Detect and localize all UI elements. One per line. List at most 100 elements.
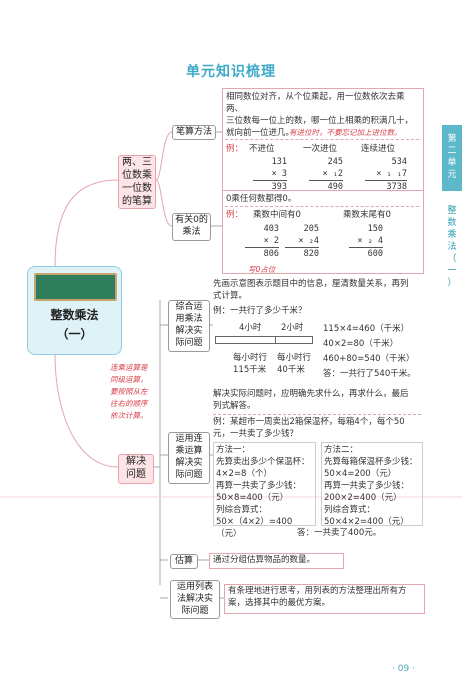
zero-box: 0乘任何数都得0。 例： 乘数中间有0 乘数末尾有0 403 × 2 806 2…: [222, 190, 424, 274]
root-title: 整数乘法: [50, 308, 99, 322]
text-line: 每小时行: [277, 353, 312, 363]
label-comprehensive: 综合运 用乘法 解决实 际问题: [168, 300, 210, 352]
comprehensive-section: 先画示意图表示题目中的信息，厘清数量关系，再列 式计算。 例：一共行了多少千米？…: [213, 278, 423, 380]
calc-line: × ₂4: [285, 235, 319, 248]
note-line: 往右的顺序: [110, 399, 148, 408]
text-line: 50×4=200（元）: [324, 469, 397, 479]
label-line: 法解决实: [176, 594, 213, 604]
text-line: 式计算。: [213, 291, 248, 301]
text-line: 列综合算式：: [324, 505, 376, 515]
label-line: 有关0的: [175, 215, 208, 225]
blackboard-icon: [34, 273, 117, 301]
text-line: 115千米: [233, 365, 267, 375]
rule-line: 就向前一位进几。: [226, 128, 295, 138]
text-line: 50×4×2=400（元）: [324, 517, 409, 527]
example-question: 例：某超市一周卖出2箱保温杯，每箱4个，每个50: [213, 417, 405, 427]
example-head: 连续进位: [361, 144, 396, 154]
text-line: 40千米: [277, 365, 305, 375]
note-line: 依次计算。: [110, 411, 148, 420]
label-line: 解决实: [175, 458, 203, 468]
list-method-box: 有条理地进行思考，用列表的方法整理出所有方 案，选择其中的最优方案。: [224, 584, 425, 614]
example-question: 例：一共行了多少千米？: [213, 306, 307, 316]
calc-zero-middle-1: 403 × 2 806: [245, 223, 279, 260]
side-unit-tab: 第 二 单 元: [442, 125, 462, 191]
text-line: 方法二：: [324, 445, 359, 455]
label-written-method: 笔算方法: [172, 125, 216, 140]
calc-zero-middle-2: 205 × ₂4 820: [285, 223, 319, 260]
calc-line: 40×2=80（千米）: [323, 339, 399, 349]
example-question: 元，一共卖了多少钱？: [213, 429, 299, 439]
label-consecutive: 运用连 乘运算 解决实 际问题: [168, 432, 210, 484]
example-head: 不进位: [249, 144, 275, 154]
calc-line: 534: [391, 157, 407, 167]
branch-line: 位数乘: [122, 170, 152, 181]
calc-line: 460+80=540（千米）: [323, 354, 415, 364]
text-line: 每小时行: [233, 353, 268, 363]
label-line: 乘运算: [175, 446, 203, 456]
calc-line: 115×4=460（千米）: [323, 324, 410, 334]
note-line: 连乘运算是: [110, 363, 148, 372]
side-char: 二: [447, 146, 457, 156]
label-line: 运用列表: [176, 582, 213, 592]
handwritten-note-consecutive: 连乘运算是 同级运算， 要按照从左 往右的顺序 依次计算。: [110, 362, 160, 422]
side-char: 元: [447, 170, 457, 180]
example-label: 例：: [226, 144, 244, 154]
calc-line: 600: [367, 249, 383, 259]
note-line: 同级运算，: [110, 375, 148, 384]
calc-one-carry: 245 × ₁2 490: [309, 156, 343, 193]
label-line: 际问题: [175, 338, 203, 348]
label-estimation: 估算: [170, 554, 198, 569]
branch-problem-solving: 解决 问题: [118, 454, 154, 484]
text-line: 4×2=8（个）: [216, 469, 272, 479]
rule-line: 相同数位对齐，从个位乘起，用一位数依次去乘两、: [226, 92, 405, 114]
calc-continuous-carry: 534 × ₁ ₁7 3738: [365, 156, 407, 193]
example-head: 一次进位: [303, 144, 338, 154]
label-line: 乘法: [182, 227, 201, 237]
label-line: 际问题: [181, 606, 209, 616]
estimation-box: 通过分组估算物品的数量。: [209, 553, 344, 569]
root-node: 整数乘法 （一）: [27, 266, 122, 355]
speed-label-2: 每小时行 40千米: [277, 352, 311, 376]
written-method-box: 相同数位对齐，从个位乘起，用一位数依次去乘两、 三位数每一位上的数，哪一位上相乘…: [222, 88, 424, 192]
side-char: ）: [447, 278, 457, 288]
calc-line: × ₁2: [309, 168, 343, 181]
label-line: 综合运: [175, 302, 203, 312]
label-list-method: 运用列表 法解决实 际问题: [170, 580, 220, 619]
note-line: 要按照从左: [110, 387, 148, 396]
calc-line: 490: [327, 182, 343, 192]
branch-line: 解决: [126, 456, 146, 467]
calc-line: 820: [303, 249, 319, 259]
text-line: 再算一共卖了多少钱：: [324, 481, 410, 491]
zero-rule: 0乘任何数都得0。: [226, 194, 297, 204]
comprehensive-calc: 115×4=460（千米） 40×2=80（千米） 460+80=540（千米）…: [323, 322, 416, 382]
calc-line: 150: [367, 224, 383, 234]
distance-bar: [215, 336, 313, 344]
side-char: 数: [447, 218, 457, 228]
example-label: 例：: [226, 210, 244, 220]
calc-line: 131: [271, 157, 287, 167]
example-head: 乘数末尾有0: [343, 210, 391, 220]
label-line: 用乘法: [175, 314, 203, 324]
segment-label: 2小时: [281, 323, 304, 333]
side-char: 第: [447, 134, 457, 144]
branch-line: 问题: [126, 469, 146, 480]
calc-line: 205: [303, 224, 319, 234]
text-line: 50×（4×2）=400（元）: [216, 517, 293, 539]
text-line: 50×8=400（元）: [216, 493, 289, 503]
branch-line: 的笔算: [122, 196, 152, 207]
calc-line: 245: [327, 157, 343, 167]
calc-line: × 2: [245, 235, 279, 248]
handwritten-note: 有进位时，不要忘记加上进位数。: [289, 128, 402, 137]
text-line: 再算一共卖了多少钱：: [216, 481, 302, 491]
speed-label-1: 每小时行 115千米: [233, 352, 267, 376]
text-line: 200×2=400（元）: [324, 493, 402, 503]
side-chapter-tab: 整 数 乘 法 （ 一 ）: [442, 205, 462, 295]
side-char: 法: [447, 242, 457, 252]
method-one: 方法一： 先算卖出多少个保温杯： 4×2=8（个） 再算一共卖了多少钱： 50×…: [213, 442, 316, 539]
method-two: 方法二： 先算每箱保温杯多少钱： 50×4=200（元） 再算一共卖了多少钱： …: [321, 442, 423, 527]
side-char: 单: [447, 158, 457, 168]
label-line: 解决实: [175, 326, 203, 336]
calc-line: × 3: [253, 168, 287, 181]
calc-no-carry: 131 × 3 393: [253, 156, 287, 193]
calc-line: 806: [263, 249, 279, 259]
